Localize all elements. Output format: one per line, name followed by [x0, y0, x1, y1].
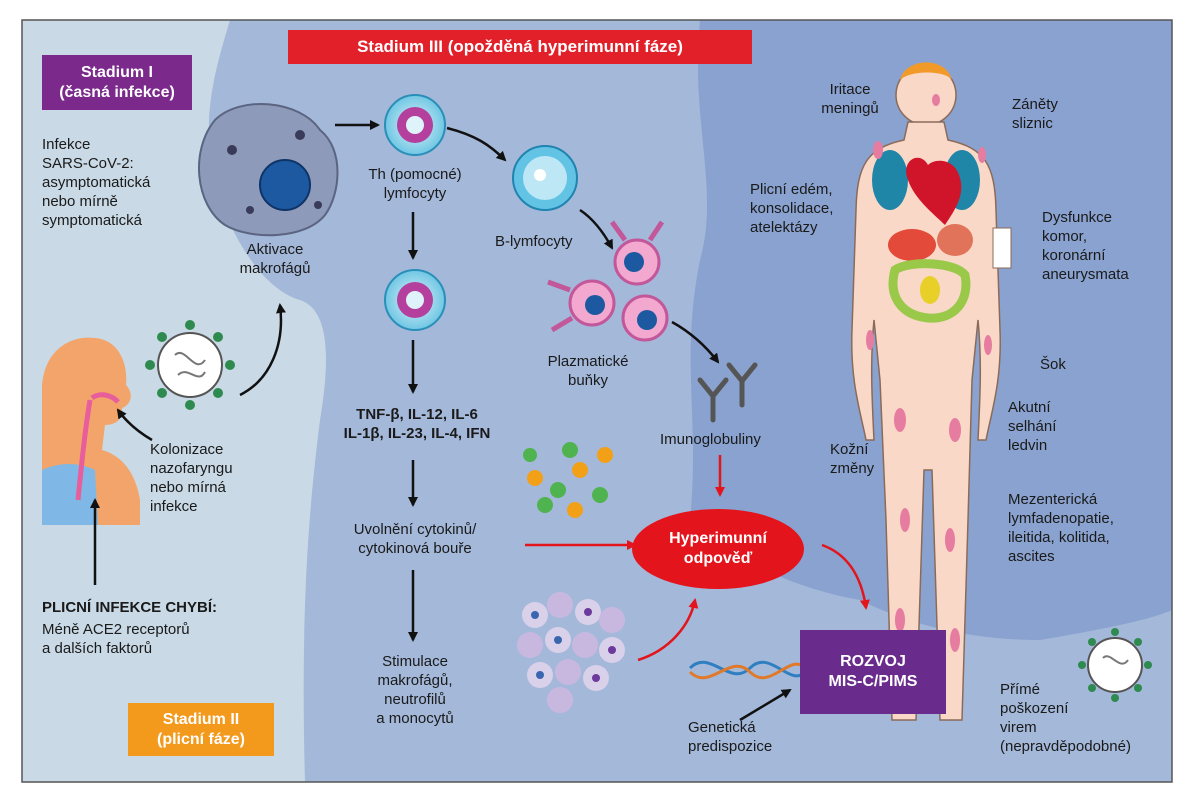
- b-lymphocyte-label: B-lymfocyty: [495, 233, 573, 250]
- lung-infection-text: Méně ACE2 receptorů a dalších faktorů: [42, 621, 190, 657]
- red-flow-arrows: [525, 455, 870, 662]
- virus-damage-label: Přímé poškození virem (nepravděpodobné): [1000, 681, 1131, 755]
- hyperimmune-ellipse: [632, 509, 804, 589]
- misc-box: ROZVOJ MIS-C/PIMS: [800, 630, 946, 714]
- cytokine-storm-label: Uvolnění cytokinů/ cytokinová bouře: [353, 521, 477, 557]
- virus-icon-2: [1078, 628, 1152, 702]
- lung-infection-title: PLICNÍ INFEKCE CHYBÍ:: [42, 599, 218, 616]
- plasma-cells-label: Plazmatické buňky: [547, 353, 629, 389]
- misc-label: ROZVOJ MIS-C/PIMS: [828, 653, 918, 690]
- dna-helix-icon: [688, 660, 807, 680]
- skin-changes-label: Kožní změny: [830, 441, 875, 477]
- b-lymphocyte: [512, 145, 578, 211]
- child-silhouette: [42, 337, 140, 525]
- plasma-cells: [547, 220, 669, 342]
- stage1-label: Stadium I (časná infekce): [59, 63, 175, 101]
- immunoglobulins-label: Imunoglobuliny: [660, 431, 761, 448]
- human-body-figure: [850, 62, 1012, 721]
- th-lymphocyte: [384, 94, 446, 156]
- stage1-box: Stadium I (časná infekce): [42, 55, 192, 110]
- stimulation-label: Stimulace makrofágů, neutrofilů a monocy…: [376, 653, 454, 727]
- stage2-label: Stadium II (plicní fáze): [156, 710, 245, 748]
- mesenteric-label: Mezenterická lymfadenopatie, ileitida, k…: [1008, 491, 1114, 565]
- cytokine-particles: [523, 442, 613, 518]
- pulmonary-edema-label: Plicní edém, konsolidace, atelektázy: [750, 181, 834, 236]
- meninges-label: Iritace meningů: [821, 81, 879, 117]
- macrophage-cell: [198, 103, 339, 237]
- immune-cells-cluster: [517, 592, 625, 713]
- th-lymphocyte-2: [384, 269, 446, 331]
- flow-arrows: [90, 120, 792, 722]
- stage1-background: [22, 20, 326, 782]
- macrophage-label: Aktivace makrofágů: [239, 241, 311, 277]
- shock-label: Šok: [1040, 356, 1066, 373]
- stage3-label: Stadium III (opožděná hyperimunní fáze): [357, 37, 683, 56]
- th-lymphocyte-label: Th (pomocné) lymfocyty: [368, 166, 462, 202]
- hyperimmune-label: Hyperimunní odpověď: [669, 530, 767, 567]
- diagram-frame: [21, 19, 1173, 783]
- kidney-failure-label: Akutní selhání ledvin: [1008, 399, 1057, 454]
- immunoglobulin-icon: [697, 362, 758, 423]
- mucosa-label: Záněty sliznic: [1012, 96, 1058, 132]
- heart-dysfunction-label: Dysfunkce komor, koronární aneurysmata: [1042, 209, 1129, 283]
- infection-text: Infekce SARS-CoV-2: asymptomatická nebo …: [42, 136, 151, 229]
- stage3-box: Stadium III (opožděná hyperimunní fáze): [288, 30, 752, 64]
- cytokine-list: TNF-β, IL-12, IL-6 IL-1β, IL-23, IL-4, I…: [343, 406, 491, 442]
- virus-icon: [145, 320, 235, 410]
- genetic-label: Genetická predispozice: [688, 719, 773, 755]
- colonization-text: Kolonizace nazofaryngu nebo mírná infekc…: [150, 441, 233, 515]
- stage2-box: Stadium II (plicní fáze): [128, 703, 274, 756]
